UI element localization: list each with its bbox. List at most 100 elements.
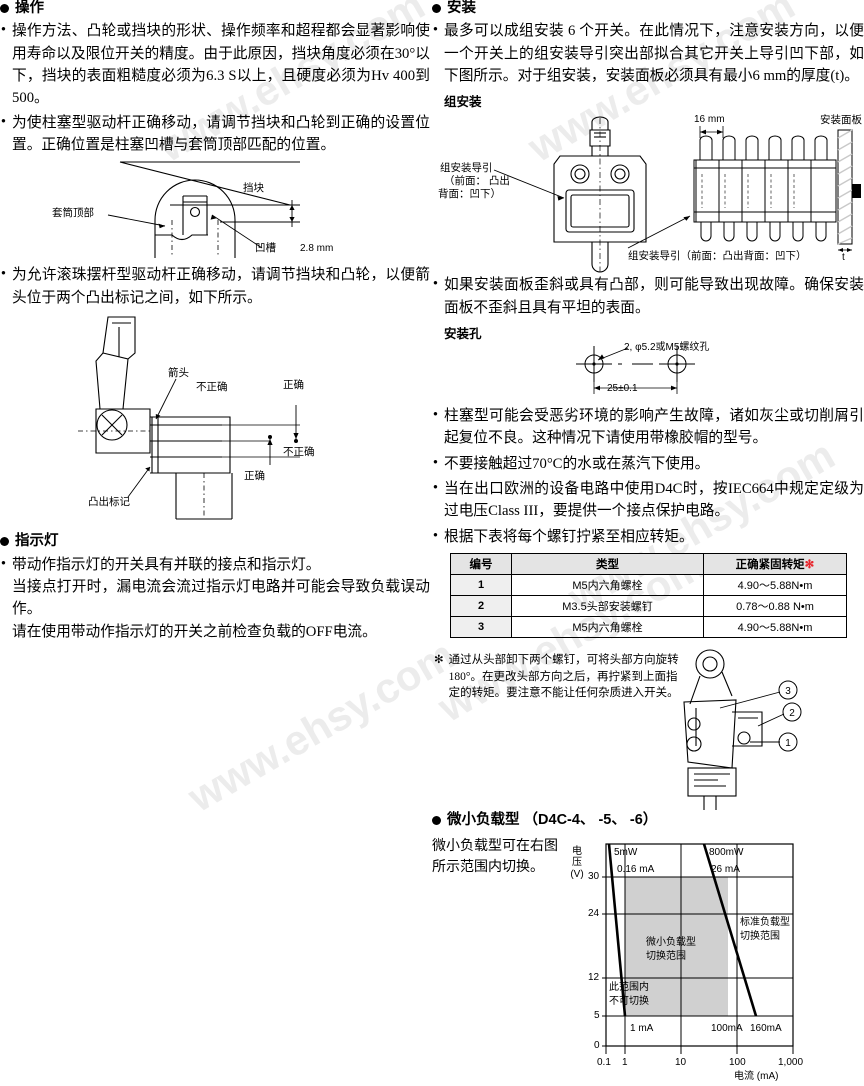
micro-load-note: 微小负载型可在右图所示范围内切换。 [432, 838, 558, 875]
subheading-mounting-hole: 安装孔 [444, 327, 482, 342]
column-header-type: 类型 [511, 553, 704, 576]
annotation-no-switch-line1: 此范围内 [609, 981, 649, 993]
bullet-dot-icon [0, 4, 9, 14]
table-row: 2 M3.5头部安装螺钉 0.78～0.88 N•m [450, 595, 847, 618]
figure-gang-mounting: 组安装导引 （前面： 凸出 背面：凹下） 16 mm 安装面板 组安装导引（前面… [432, 112, 864, 273]
column-header-torque-text: 正确紧固转矩 [735, 559, 805, 572]
indicator-line-3: 请在使用带动作指示灯的开关之前检查负载的OFF电流。 [12, 623, 377, 640]
bullet-marker-icon: • [432, 407, 439, 424]
cell-torque: 4.90～5.88N•m [703, 574, 847, 597]
footnote-block: ✻ 通过从头部卸下两个螺钉，可将头部方向旋转180°。在更改头部方向之后，再拧紧… [432, 642, 864, 811]
chart-ylabel-text: 电压 (V) [570, 845, 584, 880]
bullet-dot-icon [432, 4, 441, 14]
bullet-marker-icon: • [0, 266, 7, 283]
label-dimension-28mm: 2.8 mm [300, 243, 334, 255]
footnote: ✻ 通过从头部卸下两个螺钉，可将头部方向旋转180°。在更改头部方向之后，再拧紧… [434, 652, 684, 701]
label-gang-guide-bottom: 组安装导引（前面：凸出背面：凹下） [628, 250, 807, 263]
bullet-text: 为使柱塞型驱动杆正确移动，请调节挡块和凸轮到正确的设置位置。正确位置是柱塞凹槽与… [12, 114, 430, 154]
label-pitch-16mm: 16 mm [694, 114, 725, 126]
bullet-marker-icon: • [432, 22, 439, 39]
bullet-marker-icon: • [0, 22, 7, 39]
asterisk-icon: ✻ [804, 559, 815, 572]
left-column: 操作 • 操作方法、凸轮或挡块的形状、操作频率和超程都会显著影响使用寿命以及限位… [0, 0, 430, 643]
right-column: 安装 • 最多可以成组安装 6 个开关。在此情况下，注意安装方向，以便一个开关上… [432, 0, 864, 1086]
bullet-marker-icon: • [432, 527, 439, 544]
bullet-text: 如果安装面板歪斜或具有凸部，则可能导致出现故障。确保安装面板不歪斜且具有平坦的表… [444, 277, 864, 316]
cell-no: 1 [450, 574, 512, 597]
bullet-item: • 根据下表将每个螺钉拧紧至相应转矩。 [432, 526, 864, 548]
bullet-item: • 如果安装面板歪斜或具有凸部，则可能导致出现故障。确保安装面板不歪斜且具有平坦… [432, 274, 864, 319]
cell-no: 2 [450, 595, 512, 618]
chart-xtick-1: 1 [622, 1056, 628, 1068]
label-groove: 凹槽 [255, 242, 276, 255]
annotation-160ma: 160mA [750, 1022, 782, 1034]
section-title: 操作 [15, 0, 44, 16]
switching-range-chart: 电压 (V) 30 24 12 5 0 0.1 1 10 100 1,000 电… [568, 836, 812, 1086]
bullet-marker-icon: • [432, 480, 439, 497]
section-heading-operation: 操作 [0, 0, 430, 17]
bullet-item: • 柱塞型可能会受恶劣环境的影响产生故障，诸如灰尘或切削屑引起复位不良。这种情况… [432, 405, 864, 450]
bullet-text: 为允许滚珠摆杆型驱动杆正确移动，请调节挡块和凸轮，以便箭头位于两个凸出标记之间，… [12, 267, 430, 306]
annotation-standard-range-line2: 切换范围 [740, 930, 780, 942]
table-row: 1 M5内六角螺栓 4.90～5.88N•m [450, 574, 847, 597]
annotation-micro-range-line1: 微小负载型 [646, 936, 696, 948]
bullet-item: • 操作方法、凸轮或挡块的形状、操作频率和超程都会显著影响使用寿命以及限位开关的… [0, 20, 430, 109]
label-protrusion-mark: 凸出标记 [88, 496, 130, 509]
bullet-text: 当在出口欧洲的设备电路中使用D4C时，按IEC664中规定定级为过电压Class… [444, 481, 864, 520]
bullet-text: 最多可以成组安装 6 个开关。在此情况下，注意安装方向，以便一个开关上的组安装导… [444, 23, 864, 85]
section-heading-indicator: 指示灯 [0, 533, 430, 550]
annotation-26ma: 26 mA [711, 863, 740, 875]
bullet-item: • 为允许滚珠摆杆型驱动杆正确移动，请调节挡块和凸轮，以便箭头位于两个凸出标记之… [0, 264, 430, 309]
chart-xtick-10: 10 [675, 1056, 687, 1068]
chart-xtick-0-1: 0.1 [597, 1056, 611, 1068]
annotation-no-switch-line2: 不可切换 [609, 995, 649, 1007]
label-incorrect-bottom: 不正确 [283, 446, 315, 459]
label-correct-top: 正确 [283, 379, 304, 392]
table-row: 3 M5内六角螺栓 4.90～5.88N•m [450, 616, 847, 639]
label-mounting-panel: 安装面板 [820, 114, 862, 127]
label-hole-callout: 2, φ5.2或M5螺纹孔 [624, 342, 710, 354]
section-title: 安装 [447, 0, 476, 16]
label-arrow: 箭头 [168, 367, 189, 380]
section-title: 指示灯 [15, 533, 59, 550]
chart-ytick-12: 12 [588, 971, 600, 983]
annotation-100ma: 100mA [711, 1022, 743, 1034]
label-gang-guide-line3: 背面：凹下） [438, 188, 501, 201]
label-gang-guide-line1: 组安装导引 [440, 162, 493, 175]
figure-roller-lever-position: 箭头 不正确 正确 不正确 正确 凸出标记 [0, 313, 430, 523]
label-incorrect-top: 不正确 [196, 381, 228, 394]
bullet-marker-icon: • [0, 113, 7, 130]
chart-ytick-5: 5 [594, 1009, 600, 1021]
torque-table: 编号 类型 正确紧固转矩✻ 1 M5内六角螺栓 4.90～5.88N•m 2 M… [450, 553, 847, 639]
bullet-text: 操作方法、凸轮或挡块的形状、操作频率和超程都会显著影响使用寿命以及限位开关的精度… [12, 23, 430, 107]
label-sleeve-top: 套筒顶部 [52, 207, 94, 220]
chart-xtick-1000: 1,000 [778, 1056, 804, 1068]
svg-text:3: 3 [785, 686, 791, 697]
bullet-text: 带动作指示灯的开关具有并联的接点和指示灯。 当接点打开时，漏电流会流过指示灯电路… [12, 554, 430, 643]
cell-torque: 4.90～5.88N•m [703, 616, 847, 639]
cell-type: M5内六角螺栓 [511, 616, 704, 639]
bullet-marker-icon: • [432, 454, 439, 471]
label-hole-pitch: 25±0.1 [607, 383, 638, 395]
column-header-no: 编号 [450, 553, 512, 576]
bullet-item: • 最多可以成组安装 6 个开关。在此情况下，注意安装方向，以便一个开关上的组安… [432, 20, 864, 87]
bullet-text: 根据下表将每个螺钉拧紧至相应转矩。 [444, 528, 694, 545]
bullet-marker-icon: • [0, 555, 7, 572]
chart-ytick-30: 30 [588, 870, 600, 882]
bullet-dot-icon [0, 537, 9, 547]
table-header-row: 编号 类型 正确紧固转矩✻ [450, 553, 847, 576]
label-thickness-t: t [842, 252, 845, 264]
cell-type: M5内六角螺栓 [511, 574, 704, 597]
annotation-standard-range-line1: 标准负载型 [740, 916, 790, 928]
section-heading-mounting: 安装 [432, 0, 864, 17]
chart-xtick-100: 100 [729, 1056, 746, 1068]
figure-plunger-position: 挡块 套筒顶部 凹槽 2.8 mm [0, 160, 430, 259]
chart-ylabel: 电压 (V) [570, 846, 584, 881]
bullet-item: • 不要接触超过70°C的水或在蒸汽下使用。 [432, 453, 864, 475]
bullet-text: 柱塞型可能会受恶劣环境的影响产生故障，诸如灰尘或切削屑引起复位不良。这种情况下请… [444, 408, 864, 447]
annotation-1ma: 1 mA [630, 1022, 654, 1034]
cell-torque: 0.78～0.88 N•m [703, 595, 847, 618]
cell-type: M3.5头部安装螺钉 [511, 595, 704, 618]
label-dog: 挡块 [243, 182, 264, 195]
indicator-line-2: 当接点打开时，漏电流会流过指示灯电路并可能会导致负载误动作。 [12, 578, 430, 618]
